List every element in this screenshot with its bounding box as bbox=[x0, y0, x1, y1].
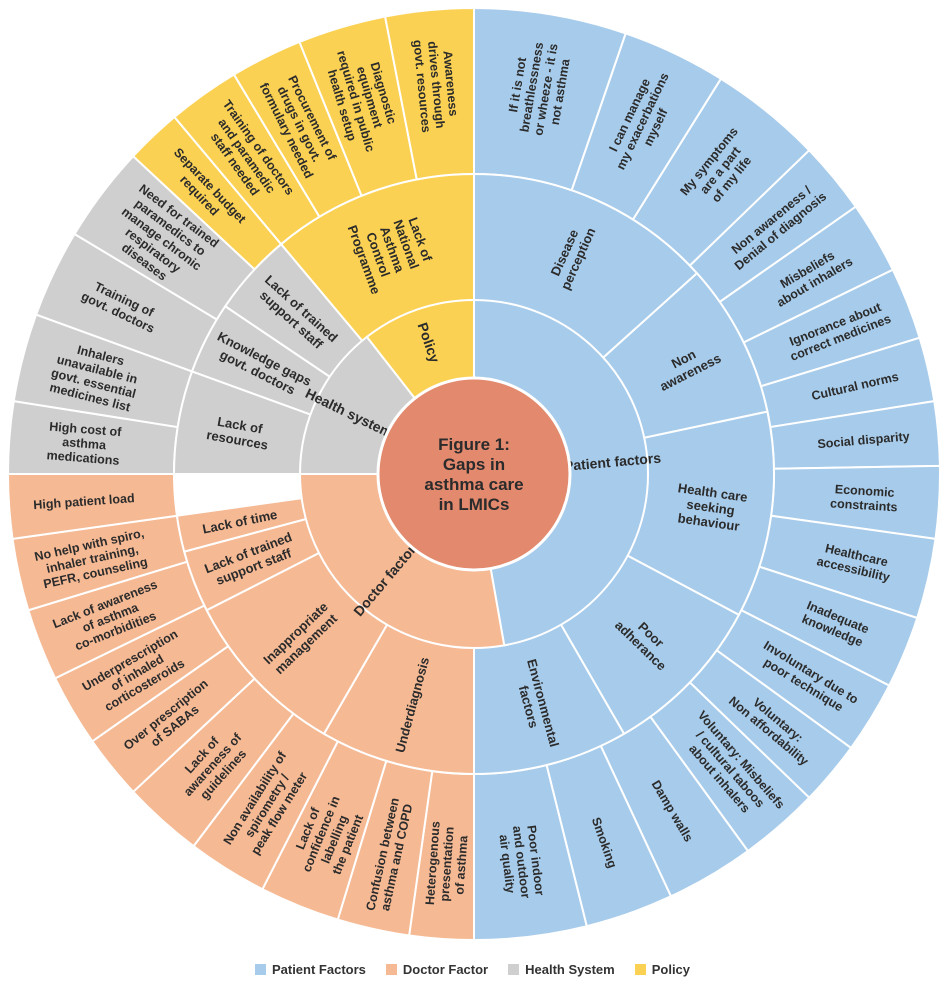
category-health-system: Health system bbox=[298, 335, 417, 475]
outer-segment-economic-constraints: Economicconstraints bbox=[769, 464, 941, 540]
legend-label: Policy bbox=[651, 961, 691, 977]
outer-segment-heterogenous-presentation-of-asthma: Heterogenouspresentationof asthma bbox=[408, 769, 475, 942]
outer-segment-my-symptoms-are-a-part-of-my-life: My symptomsare a partof my life bbox=[631, 77, 811, 268]
outer-label: Heterogenouspresentationof asthma bbox=[423, 821, 472, 908]
asthma-gaps-wheel: If it is notbreathlessnessor wheeze - it… bbox=[6, 6, 941, 942]
outer-segment-high-patient-load: High patient load bbox=[6, 473, 179, 540]
outer-segment-need-for-trained-paramedics-to-manage-ch: Need for trainedparamedics tomanage chro… bbox=[73, 154, 257, 321]
legend-swatch-health bbox=[508, 963, 520, 975]
legend-label: Doctor Factor bbox=[402, 961, 489, 977]
outer-label: Poor indoorand outdoorair quality bbox=[496, 823, 547, 901]
outer-segment-underprescription-of-inhaled-corticoster: Underprescriptionof inhaledcorticosteroi… bbox=[53, 604, 230, 743]
legend-item-policy: Policy bbox=[634, 961, 691, 977]
legend-item-doctor: Doctor Factor bbox=[385, 961, 489, 977]
legend-swatch-doctor bbox=[385, 963, 397, 975]
legend-label: Patient Factors bbox=[271, 961, 366, 977]
outer-label: Economicconstraints bbox=[830, 482, 899, 514]
outer-segment-healthcare-accessibility: Healthcareaccessibility bbox=[758, 514, 937, 620]
legend-label: Health System bbox=[525, 961, 615, 977]
legend-swatch-patient bbox=[254, 963, 266, 975]
outer-segment-diagnostic-equipment-required-in-public-: Diagnosticequipmentrequired in publichea… bbox=[298, 15, 418, 198]
legend-item-patient: Patient Factors bbox=[254, 961, 366, 977]
legend: Patient Factors Doctor Factor Health Sys… bbox=[0, 958, 945, 980]
outer-segment-no-help-with-spiro-inhaler-training-pefr: No help with spiro,inhaler training,PEFR… bbox=[11, 514, 189, 612]
outer-segment-poor-indoor-and-outdoor-air-quality: Poor indoorand outdoorair quality bbox=[473, 763, 588, 942]
legend-item-health: Health System bbox=[508, 962, 615, 977]
subcategory-label: Lack ofNationalAsthmaControlProgramme bbox=[345, 203, 440, 296]
center-circle bbox=[376, 376, 572, 572]
outer-label: High cost ofasthmamedications bbox=[46, 420, 123, 468]
legend-swatch-policy bbox=[634, 963, 646, 975]
outer-label: Inhalersunavailable ingovt. essentialmed… bbox=[46, 338, 144, 415]
outer-segment-confusion-between-asthma-and-copd: Confusion betweenasthma and COPD bbox=[336, 759, 434, 937]
outer-segment-i-can-manage-my-exacerbations-myself: I can managemy exacerbationsmyself bbox=[570, 32, 723, 221]
outer-segment-inhalers-unavailable-in-govt-essential-m: Inhalersunavailable ingovt. essentialmed… bbox=[12, 313, 194, 429]
outer-segment-if-it-is-not-breathlessness-or-wheeze-it: If it is notbreathlessnessor wheeze - it… bbox=[473, 6, 627, 192]
outer-segment-ignorance-about-correct-medicines: Ignorance aboutcorrect medicines bbox=[742, 268, 921, 388]
